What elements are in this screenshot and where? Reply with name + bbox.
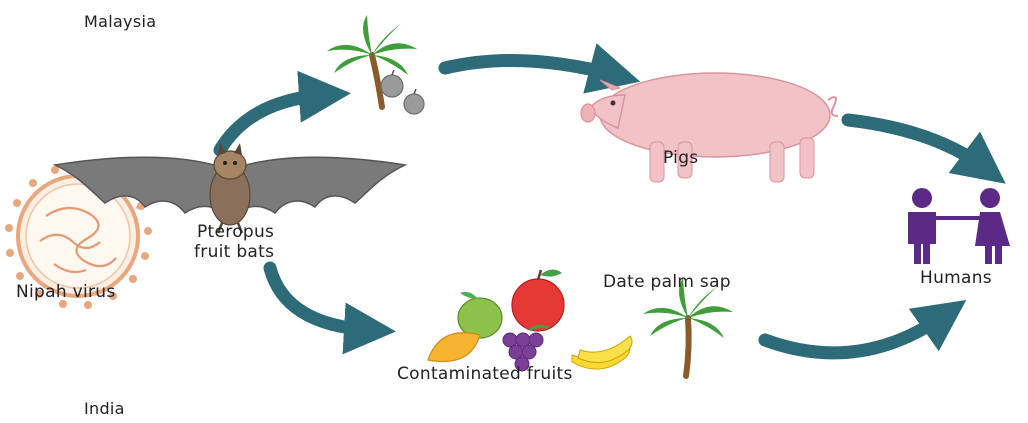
date-palm-icon xyxy=(643,278,733,376)
bats-label-line1: Pteropus xyxy=(197,222,274,242)
fruits-icon xyxy=(428,269,632,371)
date-palm-sap-label: Date palm sap xyxy=(603,272,731,292)
virus-label: Nipah virus xyxy=(16,282,116,302)
fallen-fruit-icon xyxy=(381,70,424,114)
region-label-india: India xyxy=(84,399,125,418)
arrow-pig-to-humans xyxy=(848,120,985,168)
arrow-bat-to-palm xyxy=(220,95,325,150)
palm-tree-icon xyxy=(327,15,417,107)
contaminated-fruits-label: Contaminated fruits xyxy=(397,364,573,384)
bats-label-line2: fruit bats xyxy=(194,242,274,262)
humans-icon xyxy=(908,188,1010,264)
pigs-label: Pigs xyxy=(663,148,698,168)
arrow-sap-to-humans xyxy=(765,315,945,353)
arrow-bat-to-fruits xyxy=(270,268,370,330)
region-label-malaysia: Malaysia xyxy=(84,12,156,31)
pig-icon xyxy=(581,73,838,182)
humans-label: Humans xyxy=(920,268,992,288)
arrow-palm-to-pig xyxy=(445,60,615,75)
